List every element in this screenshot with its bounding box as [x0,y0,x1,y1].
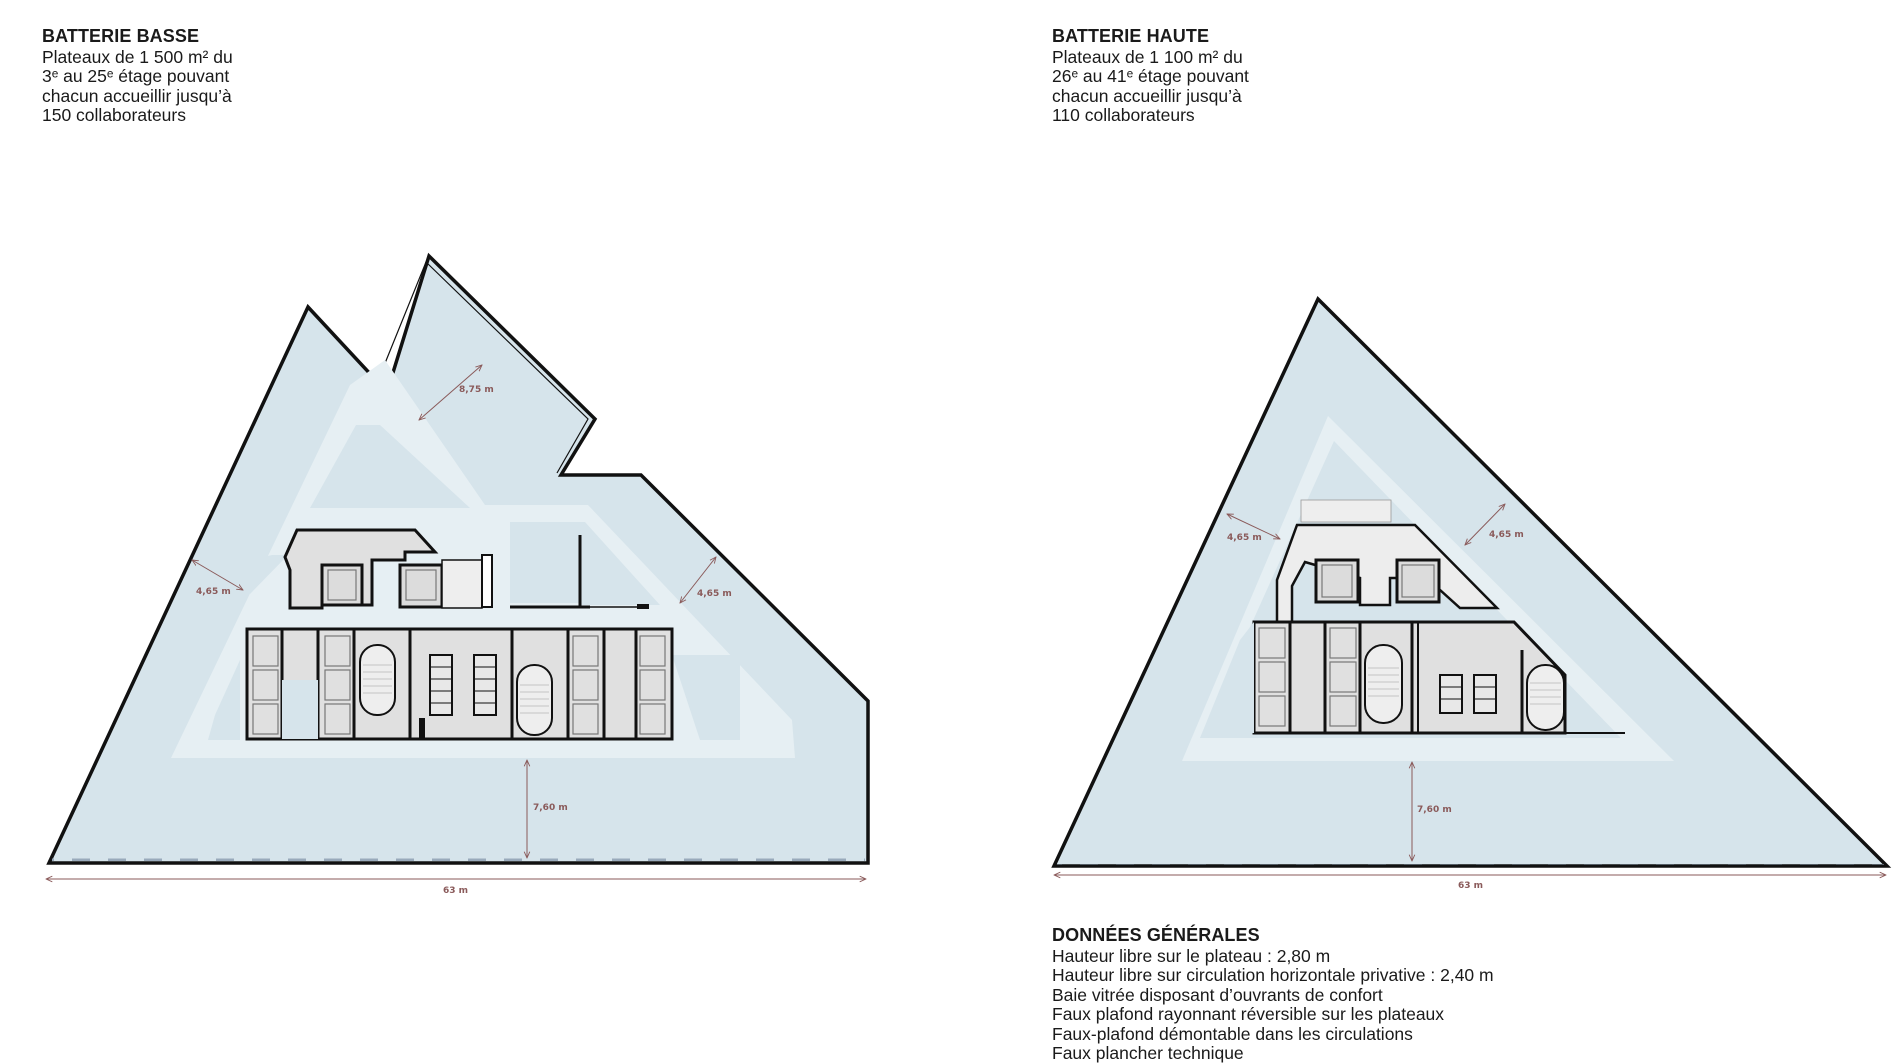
donnees-generales-line: Hauteur libre sur le plateau : 2,80 m [1052,945,1331,966]
batterie-basse-line: 150 collaborateurs [42,105,186,125]
plan-batterie-haute: 4,65 m 4,65 m 7,60 m 63 m [1051,295,1892,891]
plan-batterie-basse: 8,75 m 4,65 m 4,65 m 7,60 m 63 m [46,252,870,896]
batterie-haute-line: Plateaux de 1 100 m² du [1052,46,1243,67]
dimension-left-depth: 4,65 m [192,560,243,597]
dimension-overall-width: 63 m [1054,875,1886,891]
svg-text:4,65 m: 4,65 m [1489,530,1524,540]
dimension-bottom-depth: 7,60 m [527,760,568,858]
dimension-left-depth: 4,65 m [1227,514,1280,543]
dimension-right-depth: 4,65 m [680,557,732,603]
batterie-haute-description: BATTERIE HAUTE Plateaux de 1 100 m² du 2… [1052,26,1249,126]
batterie-basse-line: 3ᵉ au 25ᵉ étage pouvant [42,66,230,86]
batterie-haute-line: chacun accueillir jusqu’à [1052,85,1242,106]
dimension-overall-width: 63 m [46,879,866,896]
svg-text:63 m: 63 m [1458,881,1483,891]
batterie-basse-description: BATTERIE BASSE Plateaux de 1 500 m² du 3… [42,26,233,126]
batterie-basse-title: BATTERIE BASSE [42,26,200,46]
svg-text:4,65 m: 4,65 m [196,587,231,597]
svg-text:63 m: 63 m [443,886,468,896]
donnees-generales: DONNÉES GÉNÉRALES Hauteur libre sur le p… [1052,925,1494,1064]
batterie-haute-title: BATTERIE HAUTE [1052,26,1210,46]
batterie-haute-line: 26ᵉ au 41ᵉ étage pouvant [1052,66,1249,86]
batterie-basse-line: chacun accueillir jusqu’à [42,85,232,106]
core-south [1252,620,1567,735]
donnees-generales-line: Faux plancher technique [1052,1043,1244,1063]
batterie-haute-line: 110 collaborateurs [1052,105,1195,125]
donnees-generales-title: DONNÉES GÉNÉRALES [1052,925,1260,945]
svg-text:7,60 m: 7,60 m [1417,805,1452,815]
donnees-generales-line: Faux plafond rayonnant réversible sur le… [1052,1004,1445,1024]
svg-text:4,65 m: 4,65 m [697,589,732,599]
batterie-basse-line: Plateaux de 1 500 m² du [42,46,233,67]
svg-text:4,65 m: 4,65 m [1227,533,1262,543]
svg-text:7,60 m: 7,60 m [533,803,568,813]
donnees-generales-line: Faux-plafond démontable dans les circula… [1052,1023,1413,1044]
donnees-generales-line: Hauteur libre sur circulation horizontal… [1052,965,1494,985]
donnees-generales-line: Baie vitrée disposant d’ouvrants de conf… [1052,984,1383,1005]
svg-text:8,75 m: 8,75 m [459,385,494,395]
dimension-wing-depth: 8,75 m [419,365,494,420]
dimension-right-depth: 4,65 m [1465,504,1524,545]
dimension-bottom-depth: 7,60 m [1412,762,1452,861]
